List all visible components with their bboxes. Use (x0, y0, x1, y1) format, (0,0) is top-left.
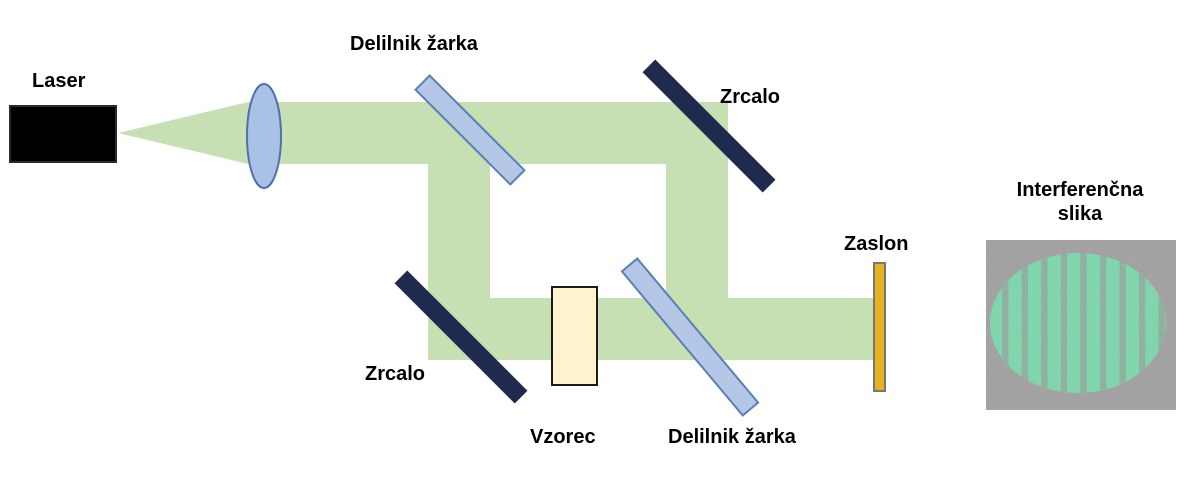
laser-box (9, 105, 117, 163)
mirror-top-label: Zrcalo (720, 86, 780, 108)
mirror-bottom-label: Zrcalo (365, 363, 425, 385)
interference-pattern-label-line2: slika (1058, 203, 1103, 225)
lens (246, 83, 282, 189)
interference-pattern-label-line1: Interferenčna (1017, 179, 1145, 201)
mirror-bottom (394, 270, 528, 404)
diverging-beam (118, 102, 248, 164)
mirror-top (642, 59, 776, 193)
laser-beam-paths (118, 102, 878, 360)
interference-pattern (986, 240, 1176, 410)
sample-label: Vzorec (530, 426, 596, 448)
beam-splitter-top (414, 74, 526, 186)
screen (873, 262, 886, 392)
beam-splitter-top-label: Delilnik žarka (350, 33, 479, 55)
interference-pattern-texture (986, 240, 1176, 410)
beam-splitter-bottom (620, 257, 760, 417)
screen-label: Zaslon (844, 233, 908, 255)
laser-label: Laser (32, 70, 86, 92)
sample (551, 286, 598, 386)
beam-splitter-bottom-label: Delilnik žarka (668, 426, 797, 448)
